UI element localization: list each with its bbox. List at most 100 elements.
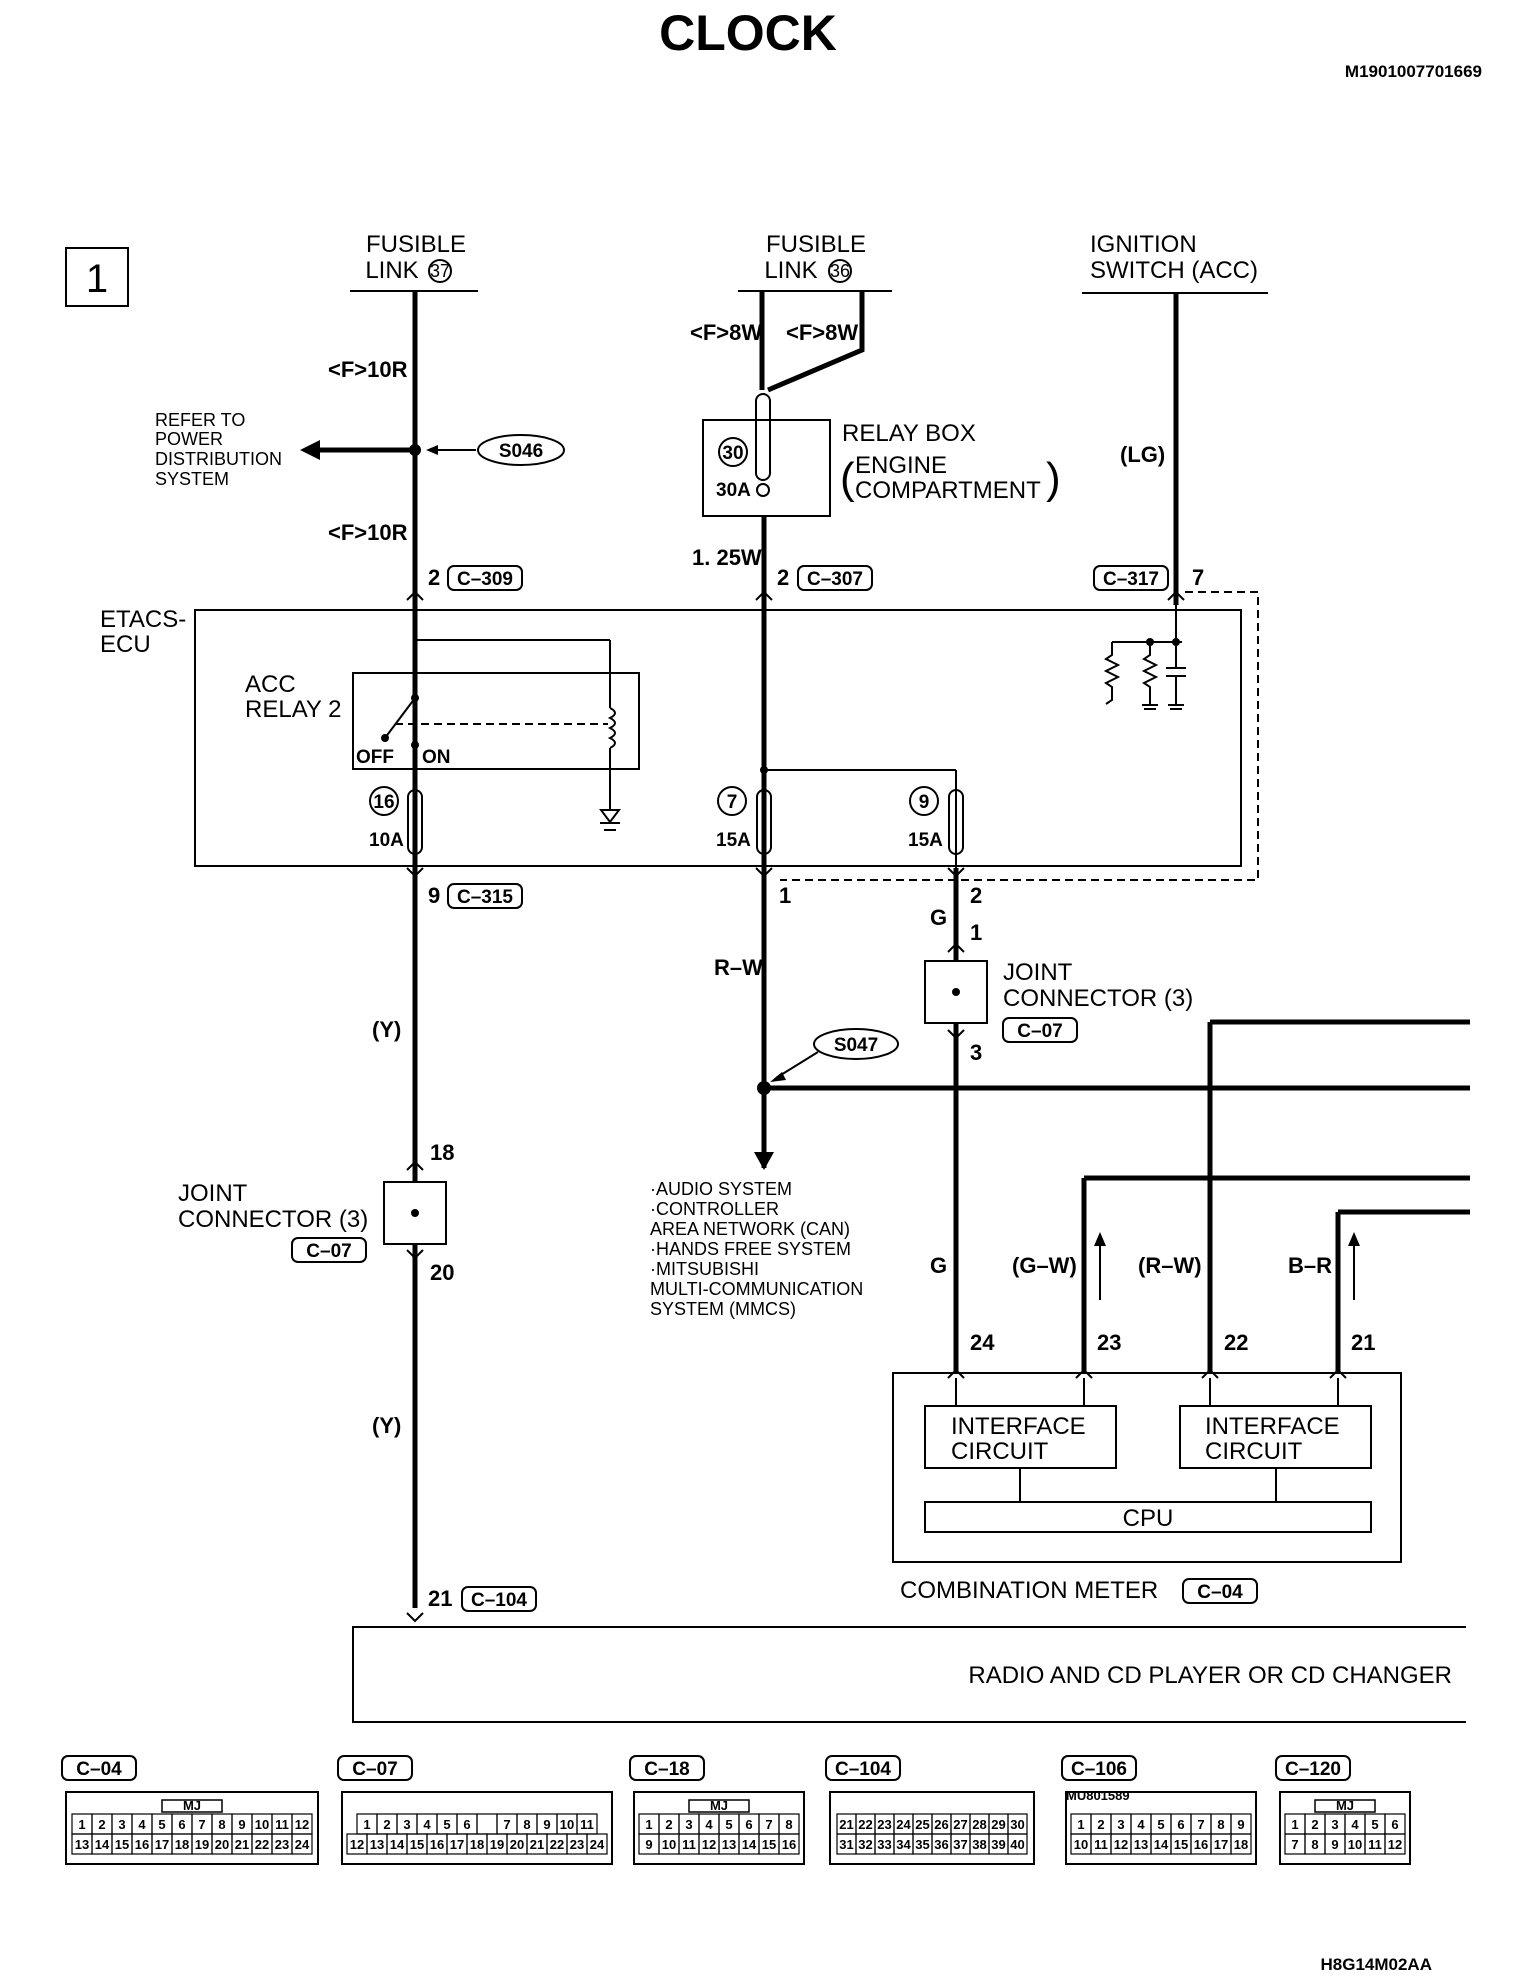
svg-text:16: 16 (373, 792, 394, 813)
connector-view-name: C–104 (835, 1759, 891, 1780)
connector-pin-label: 40 (1010, 1837, 1024, 1852)
paren-right: ) (1046, 454, 1061, 503)
splice-s046: S046 (426, 434, 565, 466)
wire-label-br: B–R (1288, 1253, 1332, 1278)
svg-text:FUSIBLE: FUSIBLE (366, 231, 466, 258)
connector-pin-label: 15 (410, 1837, 424, 1852)
connector-c307: 2 C–307 (755, 565, 873, 601)
svg-text:21: 21 (1351, 1330, 1375, 1355)
connector-pin-label: 7 (765, 1817, 772, 1832)
arrow-left-icon (300, 440, 320, 460)
svg-text:ENGINE: ENGINE (855, 452, 947, 479)
wire-label-f10r-bottom: <F>10R (328, 520, 408, 545)
svg-text:7: 7 (727, 792, 738, 813)
connector-pin-label: 33 (877, 1837, 891, 1852)
svg-text:LINK: LINK (764, 257, 817, 284)
dashed-link (780, 591, 1259, 881)
svg-text:ACC: ACC (245, 671, 296, 698)
svg-text:2: 2 (970, 883, 982, 908)
page-title: CLOCK (659, 5, 837, 61)
svg-text:15A: 15A (908, 830, 943, 851)
connector-mark: MJ (1336, 1798, 1354, 1813)
connector-pin-label: 21 (839, 1817, 853, 1832)
connector-pin-label: 8 (785, 1817, 792, 1832)
connector-pin-label: 35 (915, 1837, 929, 1852)
svg-text:POWER: POWER (155, 429, 223, 449)
svg-text:C–104: C–104 (471, 1590, 527, 1611)
connector-pin-label: 5 (1371, 1817, 1378, 1832)
wire-label-f8w-left: <F>8W (690, 320, 762, 345)
connector-pin-label: 12 (350, 1837, 364, 1852)
svg-text:CPU: CPU (1123, 1505, 1174, 1532)
svg-text:9: 9 (919, 792, 930, 813)
connector-c104: 21 C–104 (406, 1586, 537, 1623)
svg-text:MULTI-COMMUNICATION: MULTI-COMMUNICATION (650, 1279, 863, 1299)
svg-text:C–315: C–315 (457, 887, 513, 908)
svg-text:CIRCUIT: CIRCUIT (951, 1438, 1049, 1465)
connector-pin-label: 1 (1077, 1817, 1084, 1832)
acc-relay-2 (352, 672, 640, 770)
connector-pin-label: 9 (543, 1817, 550, 1832)
etacs-ecu: ETACS- ECU ACC RELAY 2 OFF ON (100, 591, 1259, 881)
svg-text:CONNECTOR (3): CONNECTOR (3) (178, 1206, 368, 1233)
connector-view-name: C–07 (352, 1759, 397, 1780)
svg-text:IGNITION: IGNITION (1090, 231, 1197, 258)
svg-text:CONNECTOR (3): CONNECTOR (3) (1003, 985, 1193, 1012)
arrow-up-icon (1348, 1232, 1360, 1246)
svg-text:1: 1 (779, 883, 791, 908)
arrow-down-icon (754, 1152, 774, 1170)
connector-pin-label: 13 (75, 1837, 89, 1852)
connector-pin-label: 3 (1331, 1817, 1338, 1832)
connector-pin-label: 5 (725, 1817, 732, 1832)
svg-text:AREA NETWORK (CAN): AREA NETWORK (CAN) (650, 1219, 850, 1239)
svg-text:18: 18 (430, 1140, 454, 1165)
connector-pin-label: 19 (490, 1837, 504, 1852)
etacs-output-pins: 1 2 (755, 867, 982, 908)
connector-c317: C–317 7 (1093, 565, 1204, 601)
connector-pin-label: 6 (463, 1817, 470, 1832)
svg-text:SWITCH (ACC): SWITCH (ACC) (1090, 257, 1258, 284)
connector-pin-label: 5 (1157, 1817, 1164, 1832)
wire-label-y-lower: (Y) (372, 1413, 401, 1438)
connector-pin-label: 15 (1174, 1837, 1188, 1852)
connector-pin-label: 2 (383, 1817, 390, 1832)
connector-pin-label: 1 (363, 1817, 370, 1832)
connector-pin-label: 3 (403, 1817, 410, 1832)
connector-cell (586, 1833, 608, 1855)
connector-pin-label: 14 (95, 1837, 110, 1852)
arrow-up-icon (1094, 1232, 1106, 1246)
svg-text:CIRCUIT: CIRCUIT (1205, 1438, 1303, 1465)
svg-text:SYSTEM (MMCS): SYSTEM (MMCS) (650, 1299, 796, 1319)
wire-label-g-lower: G (930, 1253, 947, 1278)
connector-view-name: C–04 (76, 1759, 122, 1780)
svg-text:C–07: C–07 (1017, 1021, 1062, 1042)
connector-pin-label: 22 (550, 1837, 564, 1852)
svg-text:C–04: C–04 (1197, 1582, 1243, 1603)
connector-pin-label: 23 (570, 1837, 584, 1852)
connector-pin-label: 39 (991, 1837, 1005, 1852)
connector-pin-label: 29 (991, 1817, 1005, 1832)
wire-label-g-upper: G (930, 905, 947, 930)
fusible-link-36: FUSIBLE LINK 36 (738, 231, 892, 292)
connector-pin-label: 3 (1117, 1817, 1124, 1832)
connector-part-number: MU801589 (1066, 1788, 1130, 1803)
svg-text:JOINT: JOINT (178, 1180, 248, 1207)
connector-cell (1230, 1833, 1252, 1855)
connector-pin-label: 13 (1134, 1837, 1148, 1852)
svg-text:23: 23 (1097, 1330, 1121, 1355)
connector-pin-label: 12 (295, 1817, 309, 1832)
connector-pin-label: 8 (218, 1817, 225, 1832)
svg-text:10A: 10A (369, 830, 404, 851)
connector-pin-label: 32 (858, 1837, 872, 1852)
connector-cell (1384, 1833, 1406, 1855)
section-number: 1 (86, 257, 108, 301)
connector-pin-label: 10 (1348, 1837, 1362, 1852)
connector-c315: 9 C–315 (406, 867, 523, 909)
connector-pin-label: 12 (1388, 1837, 1402, 1852)
connector-cell (1007, 1833, 1028, 1855)
connector-pin-label: 1 (1291, 1817, 1298, 1832)
connector-view-name: C–106 (1071, 1759, 1127, 1780)
connector-pin-label: 18 (175, 1837, 189, 1852)
connector-pin-label: 2 (1097, 1817, 1104, 1832)
